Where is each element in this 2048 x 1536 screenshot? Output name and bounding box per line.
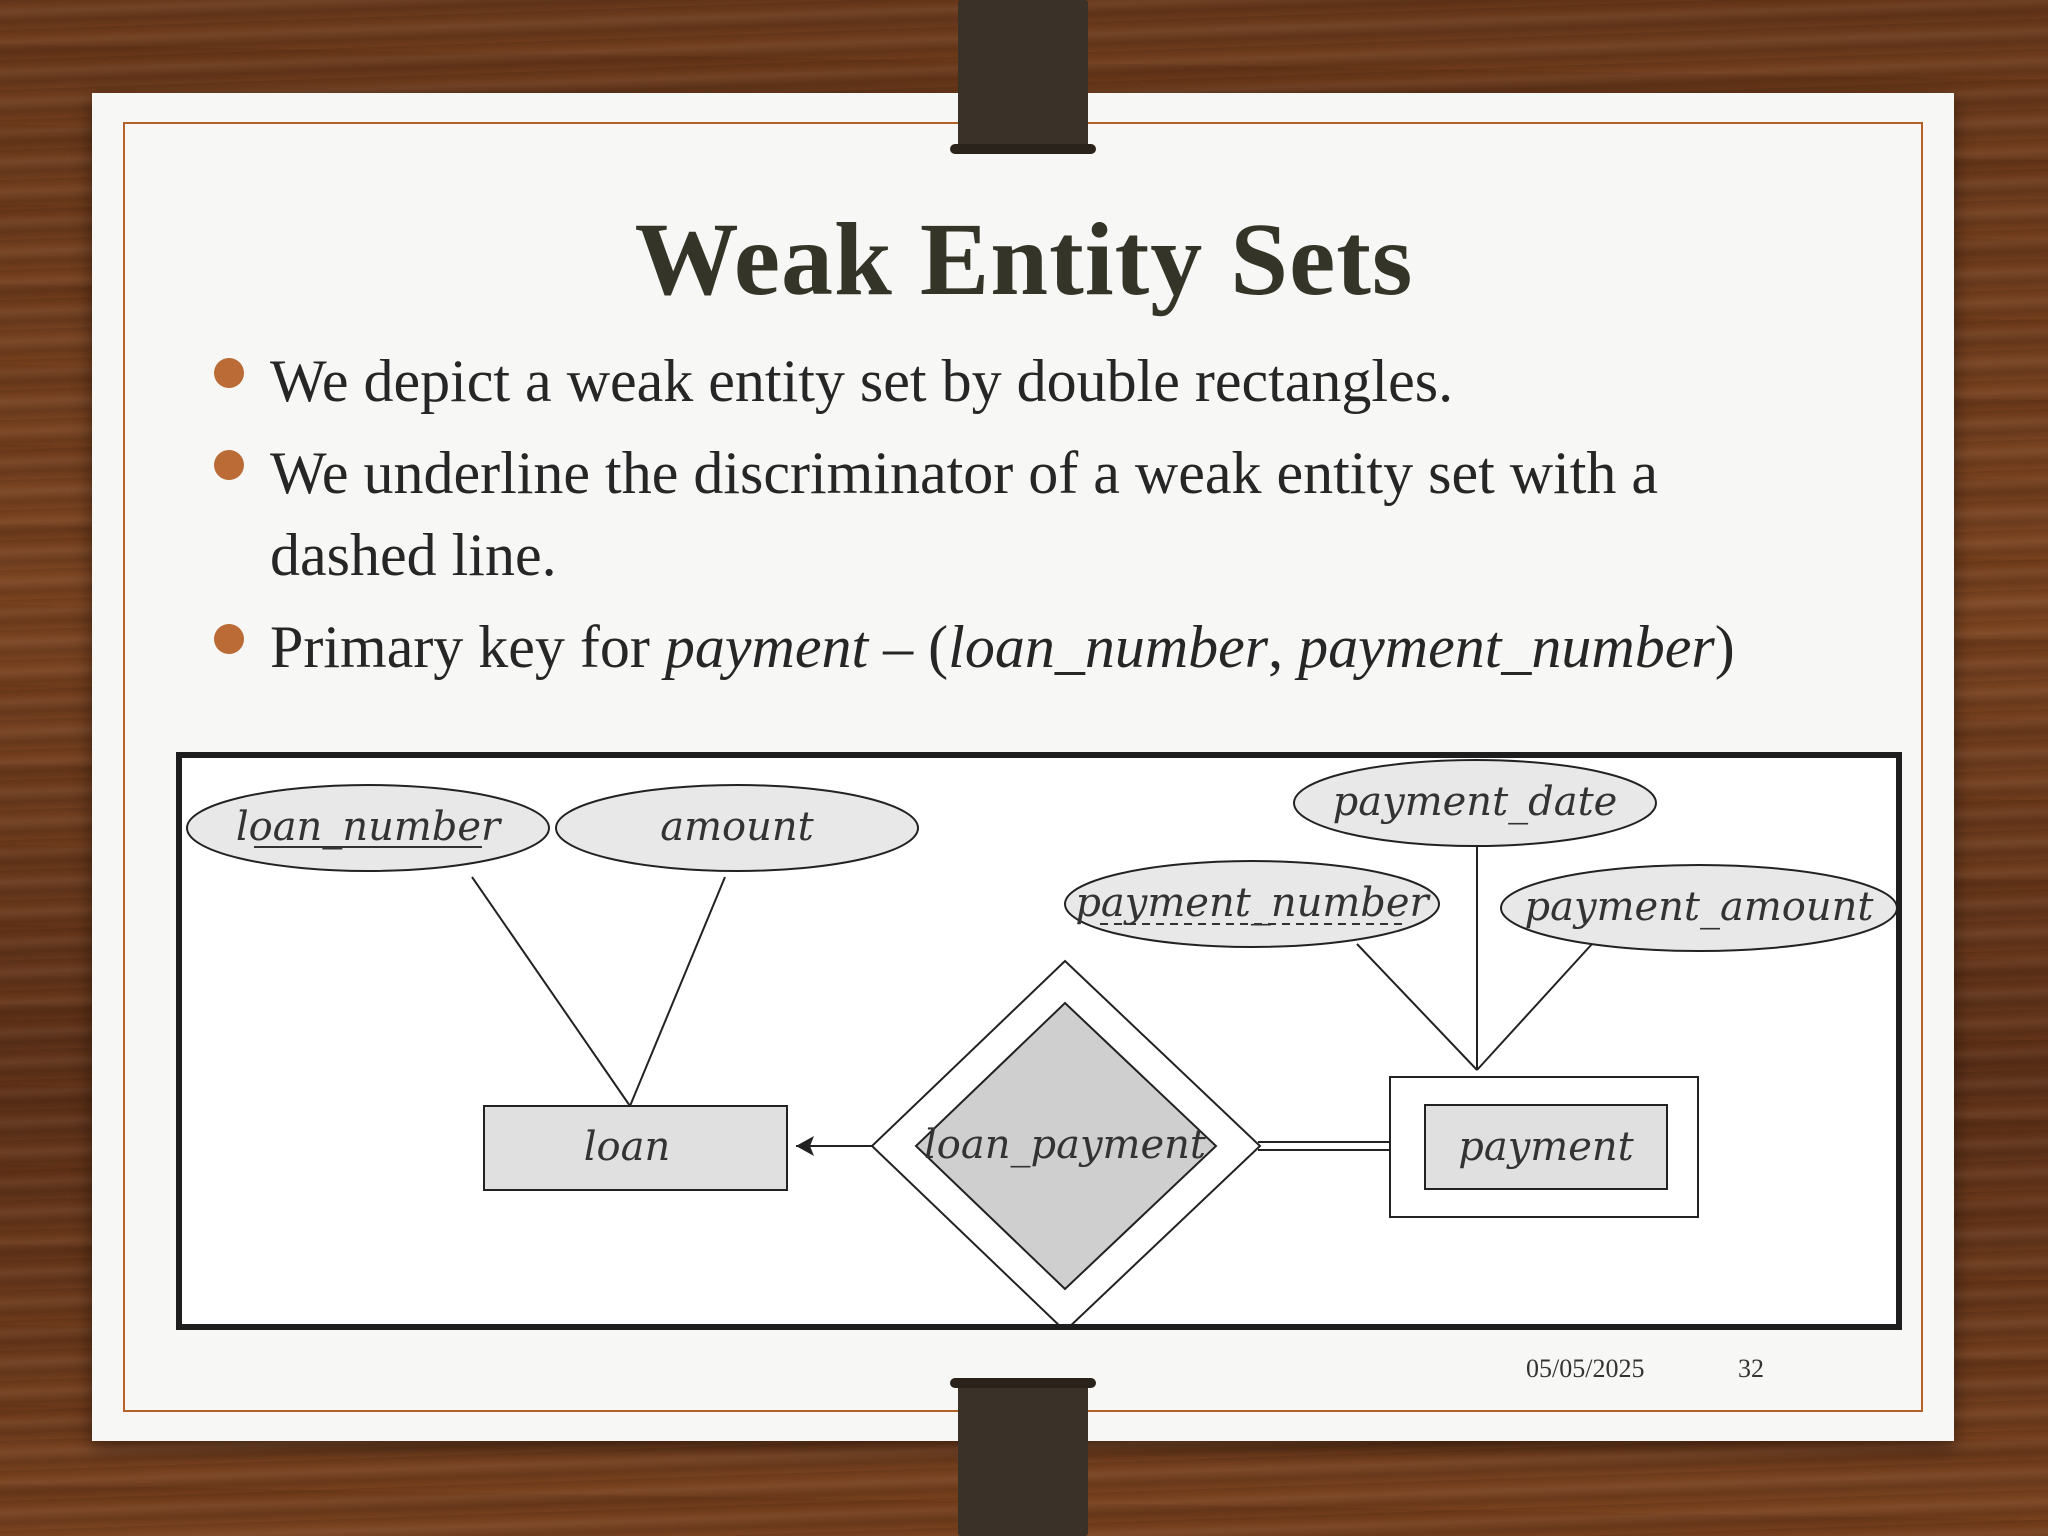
- attribute-loan-number-label: loan_number: [236, 804, 503, 850]
- relationship-loan-payment-label: loan_payment: [924, 1122, 1207, 1168]
- bullet-comma: ,: [1268, 614, 1299, 680]
- line-loan-number-to-loan: [471, 876, 631, 1107]
- attribute-payment-number-label: payment_number: [1075, 880, 1431, 926]
- attribute-payment-amount: [1500, 864, 1896, 952]
- er-diagram-svg: loan_number amount payment_date payment_…: [186, 759, 1896, 1324]
- arrow-icon: [796, 1136, 814, 1156]
- bullet-item: We depict a weak entity set by double re…: [210, 340, 1850, 422]
- slide-title: Weak Entity Sets: [634, 202, 1414, 317]
- entity-loan-label: loan: [584, 1124, 670, 1170]
- binder-clip-top: [950, 0, 1096, 154]
- entity-payment-inner: [1424, 1104, 1668, 1190]
- relationship-inner-diamond: [914, 1001, 1218, 1291]
- bullet-list: We depict a weak entity set by double re…: [210, 340, 1850, 698]
- bullet-text-line2: dashed line.: [270, 522, 557, 588]
- attribute-payment-amount-label: payment_amount: [1525, 884, 1875, 930]
- line-amount-to-loan: [629, 876, 726, 1107]
- bullet-dash: – (: [868, 614, 949, 680]
- bullet-text: We depict a weak entity set by double re…: [270, 348, 1454, 414]
- line-payment-amount-to-payment: [1476, 943, 1593, 1071]
- slide-page-number: 32: [1738, 1354, 1764, 1383]
- entity-loan: [483, 1105, 788, 1191]
- attribute-payment-date: [1293, 759, 1657, 847]
- bullet-italic-payment-number: payment_number: [1298, 614, 1715, 680]
- line-payment-number-to-payment: [1356, 943, 1478, 1071]
- bullet-icon: [214, 450, 244, 480]
- bullet-suffix: ): [1714, 614, 1735, 680]
- entity-payment-label: payment: [1458, 1124, 1634, 1170]
- attribute-payment-number: [1064, 860, 1440, 948]
- slide-date: 05/05/2025: [1526, 1354, 1645, 1383]
- bullet-item: We underline the discriminator of a weak…: [210, 432, 1850, 596]
- bullet-icon: [214, 358, 244, 388]
- attribute-payment-date-label: payment_date: [1333, 779, 1618, 825]
- bullet-text-line1: We underline the discriminator of a weak…: [270, 440, 1659, 506]
- er-diagram: loan_number amount payment_date payment_…: [176, 752, 1902, 1330]
- attribute-amount-label: amount: [660, 804, 814, 850]
- bullet-prefix: Primary key for: [270, 614, 665, 680]
- attribute-loan-number: [186, 784, 550, 872]
- bullet-icon: [214, 624, 244, 654]
- bullet-italic-loan-number: loan_number: [948, 614, 1269, 680]
- binder-clip-bottom: [950, 1378, 1096, 1536]
- attribute-amount: [555, 784, 919, 872]
- bullet-italic-payment: payment: [664, 614, 869, 680]
- bullet-item: Primary key for payment – (loan_number, …: [210, 606, 1850, 688]
